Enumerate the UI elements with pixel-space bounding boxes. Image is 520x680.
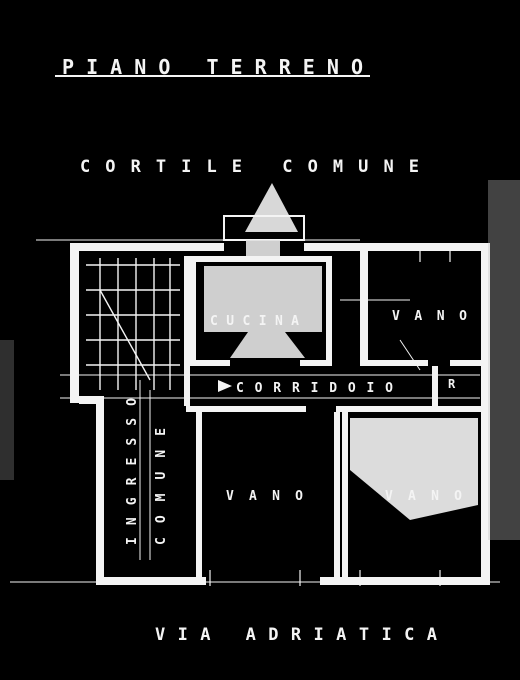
common-label: COMUNE (154, 425, 169, 545)
room-bottom-center-label: VANO (226, 489, 306, 504)
kitchen-light-beam (230, 332, 305, 358)
exterior-walls (70, 243, 490, 585)
kitchen-fill (204, 266, 322, 332)
courtyard-label: CORTILE COMUNE (80, 157, 422, 177)
balcony-glow (246, 240, 280, 260)
small-room-label: R (448, 377, 458, 391)
room-top-right-label: VANO (392, 309, 470, 324)
scan-edge-glow (488, 180, 520, 540)
corridor-label: CORRIDOIO (236, 381, 396, 396)
entry-arrow-icon (218, 380, 232, 392)
bottom-right-room-fill (350, 418, 478, 520)
entrance-label: INGRESSO (125, 395, 140, 545)
courtyard-light-wedge (245, 183, 298, 232)
window-marks (209, 246, 451, 586)
dimension-lines (10, 239, 500, 583)
interior-walls (184, 251, 481, 582)
staircase (86, 258, 180, 390)
scan-edge-glow-left (0, 340, 14, 480)
street-label: VIA ADRIATICA (155, 625, 440, 645)
